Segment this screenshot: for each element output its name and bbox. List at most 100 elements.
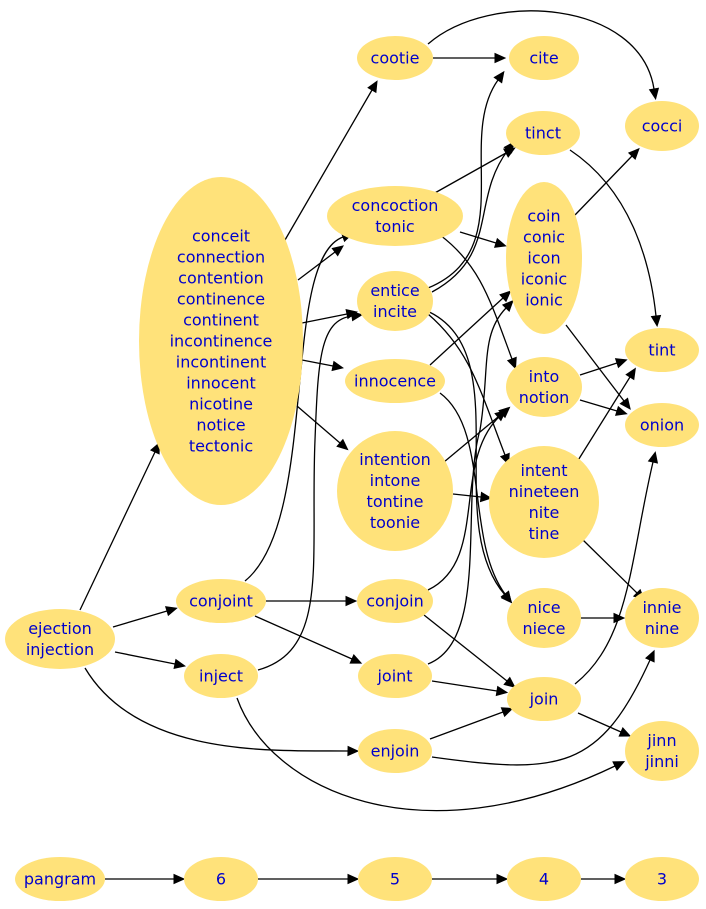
node-label: innocent [186, 374, 256, 393]
node-label: cootie [371, 49, 420, 68]
arrowhead [506, 356, 517, 370]
node-label: contention [178, 269, 264, 288]
edge-conjoin-to-into [427, 406, 511, 591]
arrowhead [336, 438, 349, 451]
node-conjoin: conjoin [357, 579, 433, 623]
node-label: notice [196, 416, 245, 435]
edge-conceit-to-intention [296, 405, 349, 451]
node-label: icon [527, 249, 560, 268]
edge-line [431, 680, 498, 692]
node-label: entice [370, 281, 419, 300]
edge-line [443, 416, 499, 463]
edge-line [565, 324, 625, 402]
arrowhead [644, 649, 655, 663]
node-tinct: tinct [506, 111, 580, 155]
node-label: intent [520, 461, 567, 480]
node-rank6: 6 [184, 857, 258, 901]
arrowhead [619, 397, 631, 410]
node-shape [625, 588, 699, 648]
node-entice: entice incite [357, 271, 433, 331]
edge-line [577, 712, 622, 733]
edge-line [427, 10, 655, 90]
node-conjoint: conjoint [176, 579, 266, 623]
node-shape [507, 588, 581, 648]
arrowhead [648, 87, 660, 101]
edge-line [582, 539, 638, 594]
node-label: intone [370, 471, 421, 490]
node-label: cocci [642, 117, 683, 136]
edge-joint-to-join [431, 680, 509, 697]
node-label: pangram [24, 870, 96, 889]
node-label: inject [199, 667, 243, 686]
edge-into-to-tint [579, 358, 628, 376]
node-shape [327, 186, 463, 246]
node-shape [139, 177, 303, 505]
arrowhead [614, 405, 628, 416]
node-shape [358, 654, 432, 698]
node-onion: onion [625, 403, 699, 447]
edge-line [429, 711, 504, 740]
edge-concoction-to-into [439, 234, 517, 370]
node-join: join [507, 677, 581, 721]
node-label: ejection [28, 619, 92, 638]
edge-concoction-to-coin [459, 231, 507, 248]
node-label: incite [373, 302, 417, 321]
node-label: into [529, 367, 560, 386]
arrowhead [173, 658, 186, 670]
node-shape [507, 857, 581, 901]
node-label: injection [26, 640, 94, 659]
edge-line [301, 359, 334, 367]
arrowhead [367, 80, 378, 94]
node-tint: tint [625, 328, 699, 372]
edge-into-to-onion [579, 399, 628, 416]
edge-conceit-to-concoction [297, 245, 344, 281]
node-label: conjoin [366, 592, 424, 611]
arrowhead [495, 685, 509, 697]
node-shape [357, 579, 433, 623]
edge-ejection-to-enjoin [84, 667, 360, 757]
edge-line [439, 234, 513, 360]
node-shape [357, 271, 433, 331]
edge-rank6-to-rank5 [258, 873, 360, 885]
edge-line [574, 155, 633, 216]
edge-line [284, 89, 373, 241]
node-shape [489, 446, 599, 558]
node-cocci: cocci [625, 101, 699, 151]
arrowhead [345, 595, 358, 607]
edge-ejection-to-conceit [79, 441, 160, 611]
node-label: conceit [192, 227, 250, 246]
edge-conjoin-to-join [423, 614, 516, 688]
node-shape [625, 857, 699, 901]
node-label: incontinence [170, 332, 273, 351]
edge-line [431, 659, 651, 766]
node-cootie: cootie [357, 36, 433, 80]
edge-line [574, 461, 654, 685]
node-label: incontinent [176, 353, 266, 372]
edge-tinct-to-tint [569, 149, 662, 328]
node-label: tint [648, 341, 675, 360]
edge-line [84, 667, 349, 752]
arrowhead [618, 726, 632, 737]
node-rank4: 4 [507, 857, 581, 901]
arrowhead [498, 406, 511, 419]
node-label: cite [529, 49, 558, 68]
edge-line [569, 149, 657, 317]
arrowhead [347, 745, 360, 757]
arrowhead [331, 245, 344, 257]
node-label: nineteen [509, 482, 580, 501]
edge-innocence-to-coin [429, 290, 512, 366]
node-label: concoction [352, 196, 439, 215]
arrowhead [173, 873, 186, 885]
edge-pangram-to-rank6 [105, 873, 186, 885]
edge-enjoin-to-join [429, 707, 514, 740]
edge-line [427, 307, 507, 665]
node-label: tinct [525, 124, 561, 143]
edge-ejection-to-conjoint [112, 606, 178, 628]
edge-line [236, 697, 616, 812]
arrowhead [347, 873, 360, 885]
